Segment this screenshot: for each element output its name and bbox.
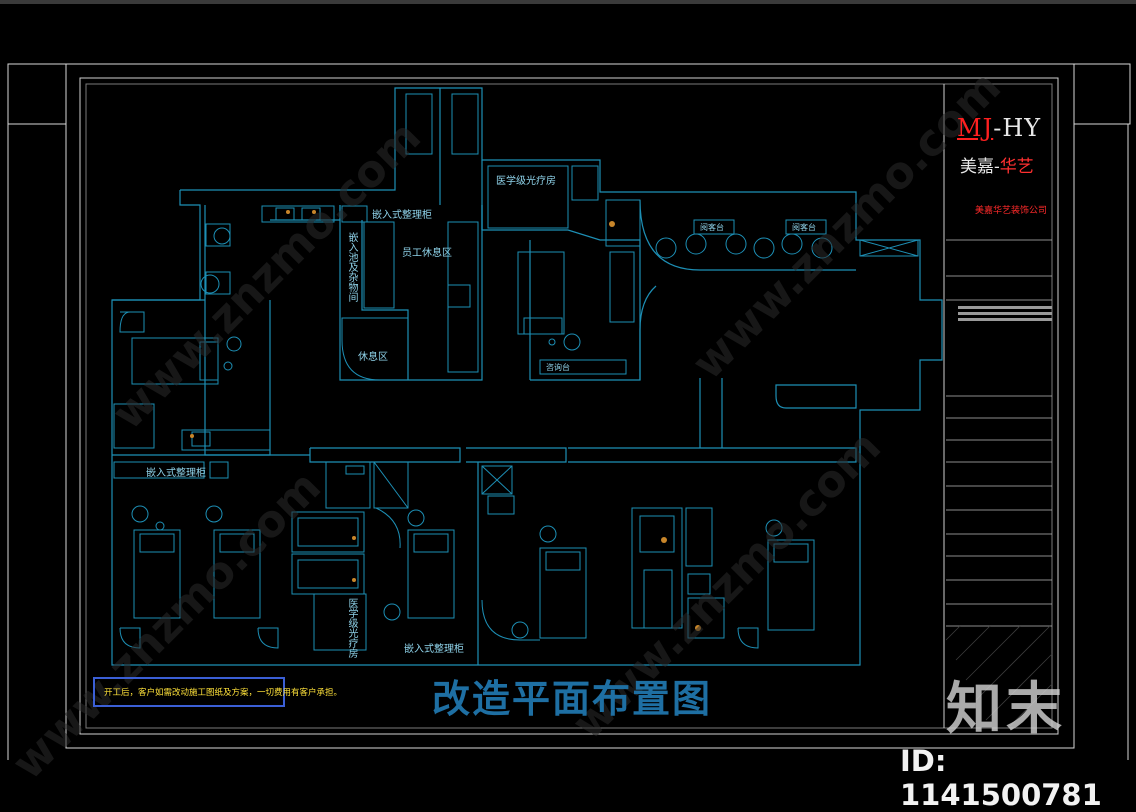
sheet-frame xyxy=(7,63,1131,760)
drawing-title: 改造平面布置图 xyxy=(432,677,713,721)
fixture-markers xyxy=(190,210,701,631)
brand-name-cn: 美嘉-华艺 xyxy=(960,152,1034,177)
label-cabinet-bottom: 嵌入式整理柜 xyxy=(146,468,206,479)
label-cabinet-bottom2: 嵌入式整理柜 xyxy=(404,644,464,655)
company-name: 美嘉华艺装饰公司 xyxy=(975,206,1048,216)
label-medical-light: 医学级光疗房 xyxy=(496,176,556,187)
label-lounge-left: 阅客台 xyxy=(700,223,724,232)
furniture xyxy=(113,93,919,665)
top-bar xyxy=(0,0,1136,4)
label-counter: 咨询台 xyxy=(546,363,570,372)
label-cabinet-top: 嵌入式整理柜 xyxy=(372,210,432,221)
label-lounge-right: 阅客台 xyxy=(792,223,816,232)
logo-part-b: -HY xyxy=(993,114,1042,142)
lounge-chairs xyxy=(655,219,833,259)
brand-logo: MJ-HY xyxy=(957,114,1041,142)
site-brand-mark: 知末 xyxy=(946,677,1066,742)
note-box xyxy=(93,677,285,707)
logo-part-a: MJ xyxy=(957,114,994,142)
image-id: ID: 1141500781 xyxy=(900,744,1102,812)
label-medical-light-vertical: 医学级光疗房 xyxy=(346,598,357,658)
label-staff-rest: 员工休息区 xyxy=(402,248,452,259)
brand-cn-b: 华艺 xyxy=(999,157,1034,177)
title-block xyxy=(946,239,1052,627)
title-block-hatch xyxy=(945,625,1053,727)
brand-cn-a: 美嘉- xyxy=(960,157,1000,177)
label-rest: 休息区 xyxy=(358,352,388,363)
note-text: 开工后，客户如需改动施工图纸及方案，一切费用有客户承担。 xyxy=(104,688,343,698)
label-storage: 嵌入池及杂物间 xyxy=(346,232,357,302)
